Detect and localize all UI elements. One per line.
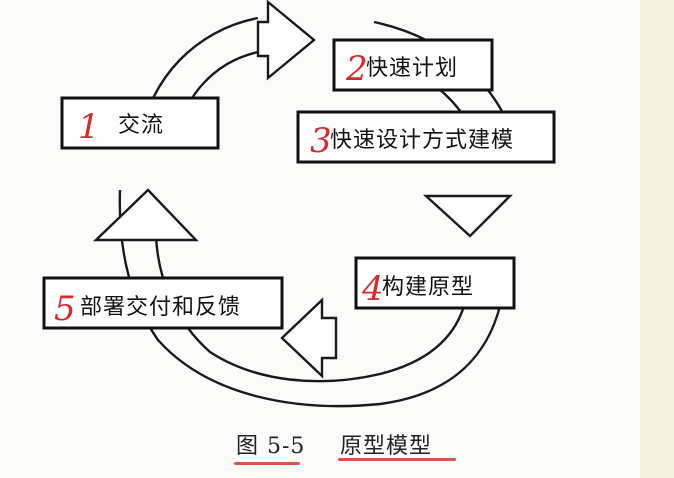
caption-number: 图 5-5 bbox=[236, 434, 306, 459]
step-1-box bbox=[60, 96, 220, 150]
step-3-label: 快速设计方式建模 bbox=[330, 128, 514, 153]
step-3-box bbox=[296, 110, 556, 164]
arrow-to-step-2 bbox=[256, 0, 316, 81]
caption-title-underline bbox=[338, 458, 456, 461]
step-4-box bbox=[354, 256, 516, 310]
arrow-to-step-5 bbox=[280, 297, 338, 379]
step-5-number: 5 bbox=[54, 289, 76, 329]
step-2: 2 快速计划 bbox=[332, 38, 494, 92]
step-2-box bbox=[332, 38, 494, 92]
cycle-arrowheads bbox=[93, 0, 513, 379]
step-2-label: 快速计划 bbox=[366, 56, 458, 81]
step-3-number: 3 bbox=[310, 121, 332, 161]
step-1: 1 交流 bbox=[60, 96, 220, 150]
prototype-cycle-diagram: 1 交流 2 快速计划 3 快速设计方式建模 4 构建原型 5 部署交付和反馈 bbox=[42, 0, 556, 408]
step-3: 3 快速设计方式建模 bbox=[296, 110, 556, 164]
step-1-label: 交流 bbox=[118, 113, 164, 138]
step-4: 4 构建原型 bbox=[354, 256, 516, 310]
step-4-label: 构建原型 bbox=[382, 275, 474, 300]
caption-number-underline bbox=[234, 462, 300, 465]
step-4-number: 4 bbox=[361, 269, 384, 309]
caption-title: 原型模型 bbox=[340, 434, 433, 459]
step-1-number: 1 bbox=[78, 107, 100, 147]
step-5-box bbox=[42, 276, 284, 330]
page-edge bbox=[640, 0, 674, 478]
step-2-number: 2 bbox=[345, 49, 368, 89]
arrow-to-step-1 bbox=[93, 188, 199, 242]
step-5: 5 部署交付和反馈 bbox=[42, 276, 284, 330]
arrow-to-step-4 bbox=[422, 194, 513, 238]
step-5-label: 部署交付和反馈 bbox=[80, 295, 241, 320]
figure-caption: 图 5-5 原型模型 bbox=[0, 422, 674, 472]
